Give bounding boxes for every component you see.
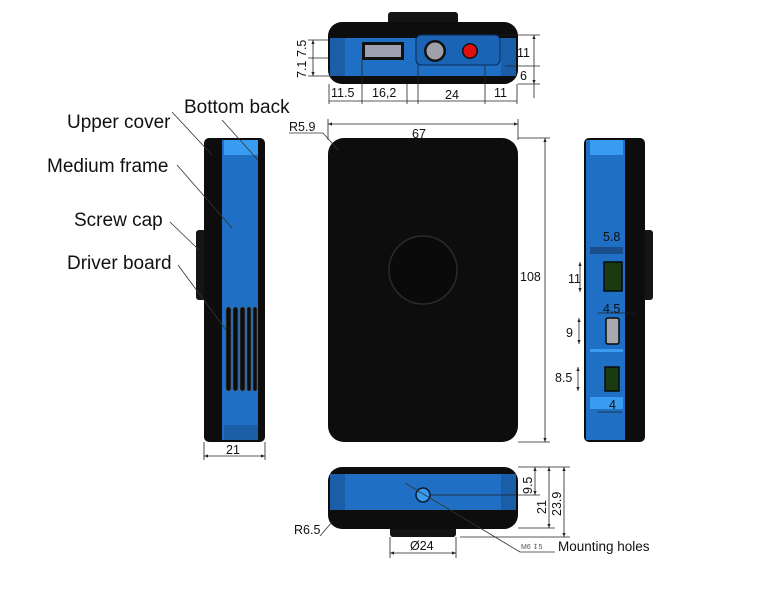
label-screw-cap: Screw cap (74, 210, 163, 231)
left-view: 21 Upper cover Bottom back Medium frame … (47, 97, 290, 460)
dim-r5-9: R5.9 (289, 120, 315, 134)
dim-4: 4 (609, 398, 616, 412)
dim-23-9: 23.9 (550, 492, 564, 516)
dim-16-2: 16,2 (372, 86, 396, 100)
dim-11-right: 11 (494, 86, 507, 100)
dim-11-5: 11.5 (331, 86, 354, 100)
dim-21-left: 21 (226, 443, 240, 457)
right-view: 5.8 11 4.5 9 8.5 4 (555, 138, 653, 442)
dim-4-5: 4.5 (603, 302, 620, 316)
green-port-2 (604, 366, 620, 392)
top-view: 7.5 7.1 11 6 11.5 16,2 24 11 (295, 12, 540, 104)
label-driver-board: Driver board (67, 253, 172, 274)
thread-spec: M6 ↧5 (521, 543, 543, 551)
dim-7-5: 7.5 (295, 40, 309, 57)
dim-9-5: 9.5 (521, 477, 535, 494)
red-connector (463, 44, 477, 58)
dim-108: 108 (520, 270, 541, 284)
green-port-1 (603, 261, 623, 292)
bottom-view: 9.5 21 23.9 R6.5 Ø24 M6 ↧5 Mounting hole… (294, 466, 650, 558)
dim-r6-5: R6.5 (294, 523, 320, 537)
label-medium-frame: Medium frame (47, 156, 168, 177)
dim-6: 6 (520, 69, 527, 83)
dim-diameter-24: Ø24 (410, 539, 434, 553)
mounting-hole (415, 487, 431, 503)
label-upper-cover: Upper cover (67, 112, 171, 133)
dim-7-1: 7.1 (295, 61, 309, 78)
dim-21-bottom: 21 (535, 500, 549, 514)
screw-cap (196, 230, 206, 300)
dim-8-5: 8.5 (555, 371, 572, 385)
dim-67: 67 (412, 127, 426, 141)
dim-24-top: 24 (445, 88, 459, 102)
label-mounting-holes: Mounting holes (558, 539, 650, 554)
mount-circle (388, 235, 458, 305)
dim-11-port: 11 (568, 272, 581, 286)
dim-11-top: 11 (517, 46, 530, 60)
dim-5-8: 5.8 (603, 230, 620, 244)
grey-connector (426, 42, 444, 60)
front-view: 67 108 R5.9 (289, 119, 550, 443)
dim-9: 9 (566, 326, 573, 340)
vent-slots (225, 306, 258, 392)
grey-port (605, 317, 620, 345)
label-bottom-back: Bottom back (184, 97, 290, 118)
